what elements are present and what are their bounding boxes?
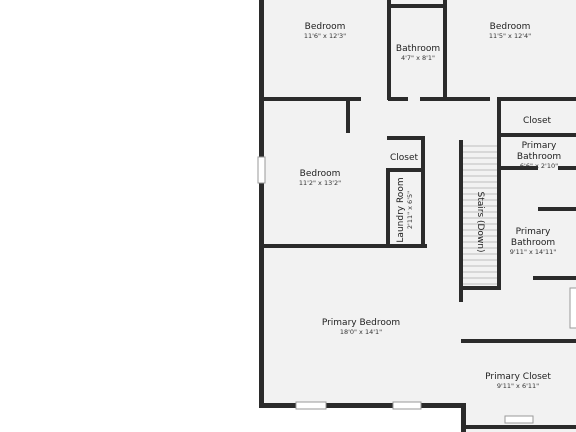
room-dims: 11'6" x 12'3" <box>304 32 346 40</box>
interior-walls <box>261 0 576 343</box>
room-name: Bedroom <box>300 169 341 179</box>
room-dims: 11'5" x 12'4" <box>489 32 531 40</box>
room-name: Primary Bedroom <box>322 318 400 328</box>
room-dims: 9'11" x 14'11" <box>510 248 556 256</box>
room-dims: 6'6" x 2'10" <box>520 162 558 170</box>
room-name: Bathroom <box>396 44 440 54</box>
room-name: Laundry Room <box>396 177 406 242</box>
window <box>569 287 576 329</box>
window <box>504 415 534 424</box>
room-dims: 9'11" x 6'11" <box>497 382 539 390</box>
window <box>392 401 422 410</box>
room-dims: 4'7" x 8'1" <box>401 54 435 62</box>
room-dims: 2'11" x 6'5" <box>406 191 414 229</box>
floor-area <box>261 0 576 432</box>
room-name: Primary <box>522 141 557 151</box>
window <box>295 401 327 410</box>
room-dims: 11'2" x 13'2" <box>299 179 341 187</box>
exterior-walls <box>259 0 576 432</box>
room-name: Bedroom <box>305 22 346 32</box>
room-name: Primary <box>516 227 551 237</box>
window <box>257 156 266 184</box>
stair-treads <box>463 145 497 285</box>
room-name: Bathroom <box>517 152 561 162</box>
room-dims: 18'0" x 14'1" <box>340 328 382 336</box>
room-name: Bedroom <box>490 22 531 32</box>
room-name: Closet <box>523 116 552 126</box>
room-name: Primary Closet <box>485 372 551 382</box>
windows <box>257 156 576 424</box>
room-name: Closet <box>390 153 419 163</box>
room-name: Stairs (Down) <box>475 191 485 252</box>
room-name: Bathroom <box>511 238 555 248</box>
